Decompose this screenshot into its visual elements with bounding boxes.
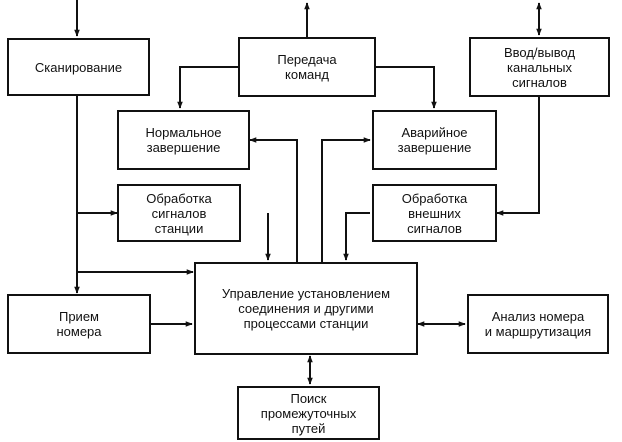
node-scanning-label: Сканирование xyxy=(34,59,123,75)
node-station-signal-processing-label: Обработка сигналов станции xyxy=(146,190,212,236)
node-emergency-completion-label: Аварийное завершение xyxy=(397,125,472,155)
node-normal-completion: Нормальное завершение xyxy=(117,110,250,170)
node-intermediate-path-search: Поиск промежуточных путей xyxy=(237,386,380,440)
node-scanning: Сканирование xyxy=(7,38,150,96)
arrow-command-to-emergency-completion xyxy=(376,66,437,109)
arrow-control-to-emergency-completion xyxy=(321,137,371,262)
node-number-analysis-routing-label: Анализ номера и маршрутизация xyxy=(484,309,592,339)
node-channel-io-label: Ввод/вывод канальных сигналов xyxy=(503,44,576,90)
node-command-transfer-label: Передача команд xyxy=(277,52,337,82)
arrow-command-to-normal-completion xyxy=(177,66,238,109)
node-number-reception: Прием номера xyxy=(7,294,151,354)
node-external-signal-processing: Обработка внешних сигналов xyxy=(372,184,497,242)
arrow-external-processing-to-control xyxy=(343,212,370,261)
arrow-channel-io-to-external-processing xyxy=(496,97,540,216)
arrow-control-to-normal-completion xyxy=(249,137,298,262)
node-connection-control-label: Управление установлением соединения и др… xyxy=(221,286,391,331)
node-connection-control: Управление установлением соединения и др… xyxy=(194,262,418,355)
node-number-reception-label: Прием номера xyxy=(56,309,102,339)
node-normal-completion-label: Нормальное завершение xyxy=(145,125,222,155)
node-command-transfer: Передача команд xyxy=(238,37,376,97)
node-emergency-completion: Аварийное завершение xyxy=(372,110,497,170)
node-station-signal-processing: Обработка сигналов станции xyxy=(117,184,241,242)
node-intermediate-path-search-label: Поиск промежуточных путей xyxy=(260,390,357,436)
node-external-signal-processing-label: Обработка внешних сигналов xyxy=(401,190,468,236)
node-channel-io: Ввод/вывод канальных сигналов xyxy=(469,37,610,97)
node-number-analysis-routing: Анализ номера и маршрутизация xyxy=(467,294,609,354)
